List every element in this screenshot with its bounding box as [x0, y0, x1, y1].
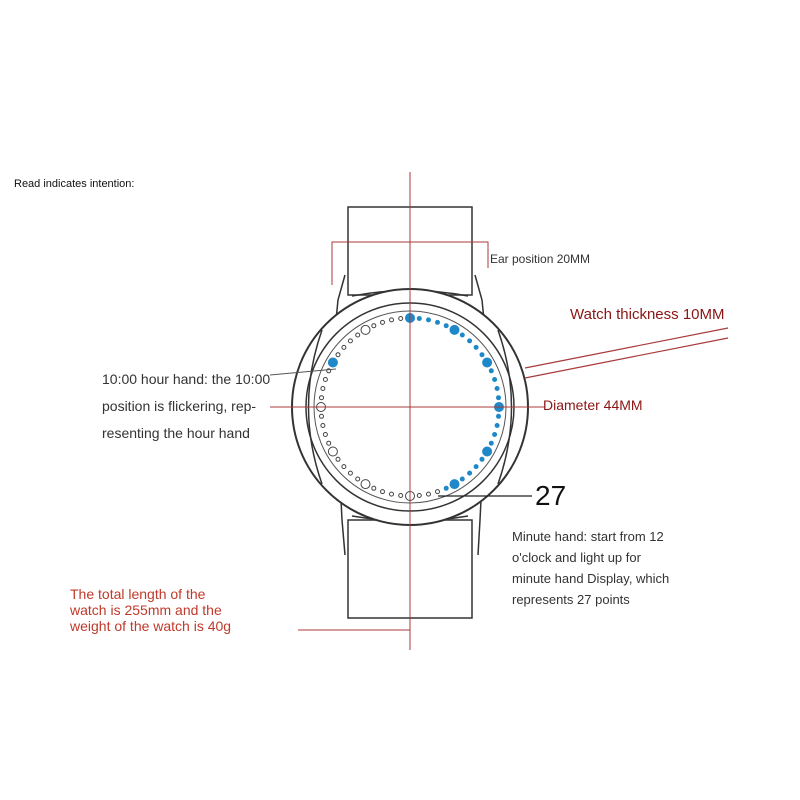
led-dot-lit [488, 368, 494, 374]
total-note-line: The total length of the [70, 586, 206, 602]
led-dot-lit [467, 338, 473, 344]
hour-note-line: 10:00 hour hand: the 10:00 [102, 371, 271, 387]
led-dot-unlit [426, 491, 431, 497]
minute-note-line: o'clock and light up for [512, 550, 641, 565]
led-dot-lit [482, 446, 493, 457]
thickness-line-1 [524, 327, 729, 369]
ear-bracket [331, 241, 489, 285]
led-dot-lit [494, 423, 500, 428]
led-dot-unlit [380, 489, 385, 495]
led-dot-unlit [322, 377, 328, 382]
led-dot-unlit [320, 386, 326, 391]
intro-title: Read indicates intention: [14, 178, 135, 190]
hour-hand-note: 10:00 hour hand: the 10:00 position is f… [102, 366, 270, 447]
watch-thickness-label: Watch thickness 10MM [570, 306, 725, 323]
led-dot-unlit [335, 352, 341, 358]
hour-note-line: position is flickering, rep- [102, 398, 257, 414]
led-dot-lit [416, 316, 422, 321]
minute-count-label: 27 [535, 480, 567, 511]
led-dot-unlit [355, 332, 361, 338]
ear-position-label: Ear position 20MM [490, 252, 591, 266]
led-dot-lit [492, 377, 498, 382]
led-dot-unlit [435, 489, 440, 495]
led-dot-unlit [398, 493, 404, 498]
led-dot-unlit [398, 316, 404, 321]
led-dot-lit [459, 332, 465, 338]
led-dot-lit [494, 386, 500, 391]
diameter-label: Diameter 44MM [543, 397, 643, 413]
led-dot-unlit [327, 446, 338, 457]
led-dot-unlit [326, 440, 332, 446]
total-length-note: The total length of the watch is 255mm a… [70, 586, 231, 634]
minute-note-line: minute hand Display, which [512, 571, 670, 586]
led-dot-unlit [319, 395, 324, 401]
led-dot-unlit [322, 432, 328, 437]
led-dot-unlit [416, 493, 422, 498]
led-dot-lit [479, 456, 485, 462]
led-dot-lit [492, 432, 498, 437]
led-dot-unlit [360, 479, 371, 490]
led-dot-lit [479, 352, 485, 358]
led-dot-hour [327, 357, 338, 368]
led-dot-unlit [347, 470, 353, 476]
minute-hand-note: Minute hand: start from 12 o'clock and l… [512, 526, 669, 610]
led-dot-lit [488, 440, 494, 446]
minute-note-line: Minute hand: start from 12 [512, 529, 664, 544]
led-dot-lit [496, 413, 501, 419]
led-dot-lit [443, 323, 449, 329]
led-dot-unlit [355, 476, 361, 482]
minute-note-line: represents 27 points [512, 592, 630, 607]
led-dot-lit [473, 344, 479, 350]
total-note-line: watch is 255mm and the [70, 602, 222, 618]
led-dot-unlit [319, 413, 324, 419]
led-dot-unlit [341, 464, 347, 470]
total-note-line: weight of the watch is 40g [70, 618, 232, 634]
led-dot-lit [449, 324, 460, 335]
led-dot-lit [426, 317, 431, 323]
led-dot-unlit [371, 485, 377, 491]
led-dot-ring [316, 313, 504, 501]
led-dot-unlit [371, 323, 377, 329]
led-dot-unlit [380, 319, 385, 325]
led-dot-lit [443, 485, 449, 491]
led-dot-lit [467, 470, 473, 476]
led-dot-unlit [347, 338, 353, 344]
led-dot-lit [459, 476, 465, 482]
led-dot-unlit [360, 324, 371, 335]
led-dot-unlit [320, 423, 326, 428]
led-dot-unlit [389, 491, 394, 497]
led-dot-lit [473, 464, 479, 470]
strap-top [347, 206, 473, 296]
thickness-line-2 [524, 337, 729, 379]
led-dot-lit [496, 395, 501, 401]
led-dot-unlit [389, 317, 394, 323]
led-dot-lit [435, 319, 440, 325]
hour-note-line: resenting the hour hand [102, 425, 250, 441]
led-dot-lit [482, 357, 493, 368]
led-dot-unlit [335, 456, 341, 462]
hour-pointer-line [269, 368, 337, 376]
led-dot-unlit [341, 344, 347, 350]
led-dot-lit [449, 479, 460, 490]
